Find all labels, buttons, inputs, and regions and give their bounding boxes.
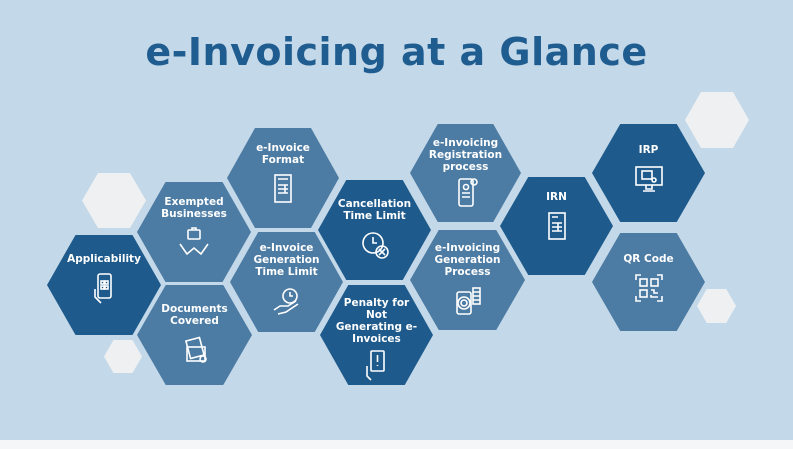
handshake-briefcase-icon	[177, 226, 211, 264]
hex-generation-process: e-Invoicing Generation Process	[410, 230, 525, 330]
qr-code-icon	[632, 271, 666, 309]
hex-penalty: Penalty for Not Generating e-Invoices	[320, 285, 433, 385]
hex-label: Exempted Businesses	[161, 196, 227, 220]
hex-e-invoice-format: e-Invoice Format	[227, 128, 339, 228]
hex-label: Applicability	[67, 253, 141, 265]
hex-label: e-Invoice Format	[256, 142, 310, 166]
hex-irn: IRN	[500, 177, 613, 275]
invoice-icon	[266, 172, 300, 210]
hex-label: IRP	[638, 144, 659, 156]
phone-hand-icon	[87, 271, 121, 309]
hex-label: Cancellation Time Limit	[337, 198, 412, 222]
monitor-icon	[632, 162, 666, 200]
hex-label: e-Invoicing Registration process	[428, 137, 503, 173]
hex-label: e-Invoicing Generation Process	[434, 242, 501, 278]
hex-qr-code: QR Code	[592, 233, 705, 331]
fingerprint-phone-icon	[451, 284, 485, 322]
hex-applicability: Applicability	[47, 235, 161, 335]
decorative-hexagon	[82, 173, 146, 228]
hex-generation-time-limit: e-Invoice Generation Time Limit	[230, 232, 343, 332]
decorative-hexagon	[697, 289, 736, 323]
clock-hand-icon	[270, 284, 304, 322]
clock-cancel-icon	[358, 228, 392, 266]
document-table-icon	[540, 209, 574, 247]
alert-card-icon	[360, 348, 394, 385]
registration-tablet-icon	[449, 176, 483, 214]
hex-label: e-Invoice Generation Time Limit	[253, 242, 320, 278]
hex-label: Penalty for Not Generating e-Invoices	[335, 297, 418, 345]
hex-irp: IRP	[592, 124, 705, 222]
hex-label: Documents Covered	[161, 303, 228, 327]
page-title: e-Invoicing at a Glance	[145, 30, 648, 74]
bottom-band	[0, 440, 793, 449]
hex-documents-covered: Documents Covered	[137, 285, 252, 385]
hex-label: IRN	[546, 191, 567, 203]
hex-registration-process: e-Invoicing Registration process	[410, 124, 521, 222]
hex-exempted-businesses: Exempted Businesses	[137, 182, 251, 282]
decorative-hexagon	[685, 92, 749, 148]
documents-icon	[178, 333, 212, 371]
decorative-hexagon	[104, 340, 142, 373]
hex-cancellation-time-limit: Cancellation Time Limit	[318, 180, 431, 280]
hex-label: QR Code	[623, 253, 674, 265]
